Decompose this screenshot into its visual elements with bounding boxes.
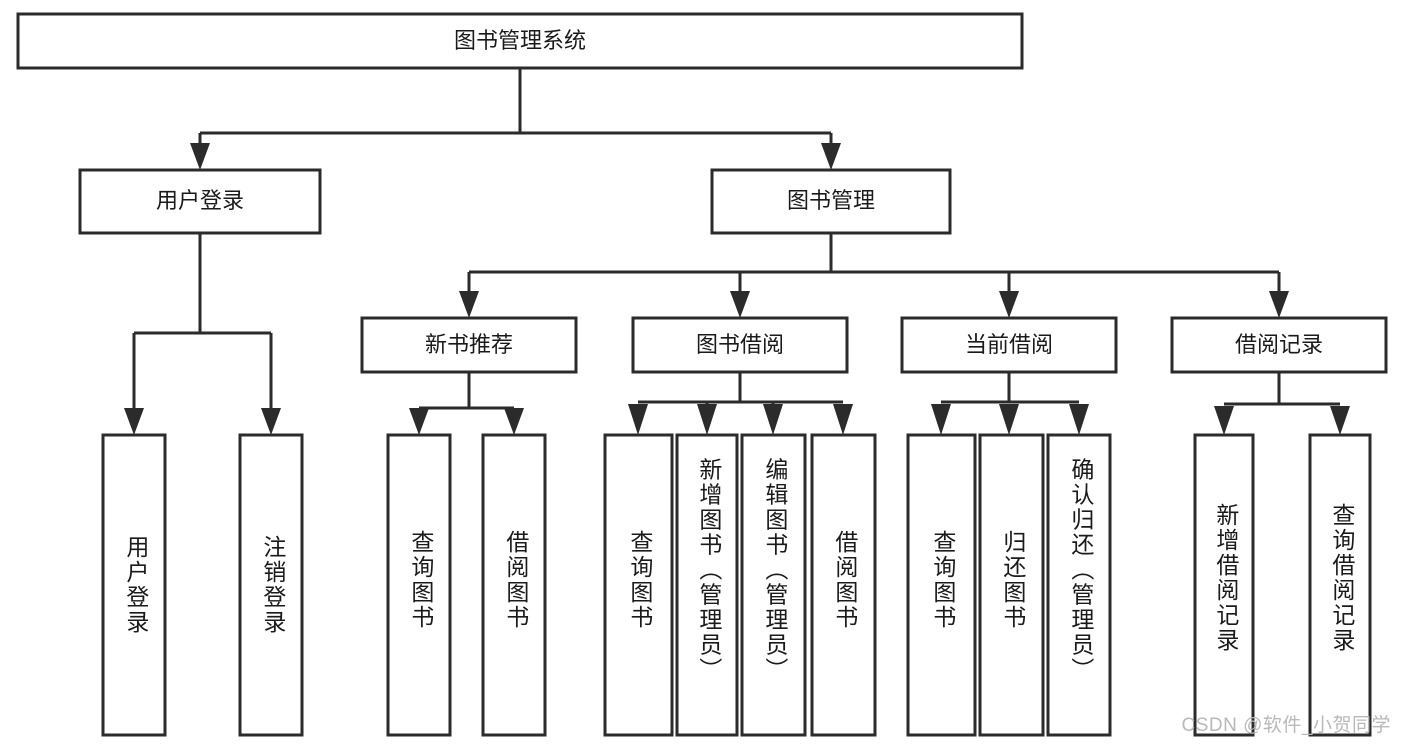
- watermark-label: CSDN @软件_小贺同学: [1181, 715, 1391, 736]
- node-leaf-add-book[interactable]: 新增图书（管理员）: [675, 433, 739, 737]
- node-leaf-borrow-book-2[interactable]: 借阅图书: [810, 433, 877, 737]
- node-book-manage-box[interactable]: [710, 168, 952, 235]
- arrow-bookborrow-to-leaf4-icon: [833, 404, 853, 435]
- node-leaf-query-book-2-label: 查询图书: [627, 530, 654, 630]
- arrow-bookborrow-to-leaf1-icon: [628, 404, 648, 435]
- arrow-borrowrecord-to-leaf1-icon: [1214, 406, 1234, 435]
- arrow-borrowrecord-to-leaf2-icon: [1330, 406, 1350, 435]
- node-leaf-add-book-label: 新增图书（管理员）: [696, 458, 723, 683]
- arrow-root-to-user-login-icon: [190, 143, 210, 170]
- node-leaf-return-book-box[interactable]: [978, 433, 1045, 737]
- node-leaf-borrow-book-1-label: 借阅图书: [503, 530, 530, 630]
- arrow-currentborrow-to-leaf2-icon: [999, 404, 1019, 435]
- node-leaf-query-book-2[interactable]: 查询图书: [603, 433, 674, 737]
- node-leaf-query-book-2-box[interactable]: [603, 433, 674, 737]
- node-leaf-user-logout[interactable]: 注销登录: [238, 433, 304, 737]
- arrow-bookborrow-to-leaf2-icon: [697, 404, 717, 435]
- node-user-login[interactable]: 用户登录: [78, 168, 322, 235]
- node-leaf-query-record-box[interactable]: [1308, 433, 1372, 737]
- node-leaf-user-login-box[interactable]: [101, 433, 167, 737]
- arrow-user-login-to-leaf2-icon: [261, 408, 281, 435]
- nodes-layer: 图书管理系统 用户登录 图书管理 新书推荐 图书借阅 当前: [16, 12, 1388, 737]
- arrow-user-login-to-leaf1-icon: [124, 408, 144, 435]
- connectors-layer: [124, 68, 1350, 435]
- node-current-borrow-label: 当前借阅: [965, 332, 1053, 357]
- node-current-borrow-box[interactable]: [900, 316, 1118, 374]
- node-leaf-borrow-book-1[interactable]: 借阅图书: [481, 433, 547, 737]
- node-leaf-edit-book[interactable]: 编辑图书（管理员）: [740, 433, 807, 737]
- node-book-manage-label: 图书管理: [787, 188, 875, 213]
- node-leaf-edit-book-label: 编辑图书（管理员）: [762, 458, 789, 683]
- arrow-root-to-book-manage-icon: [821, 143, 841, 170]
- node-leaf-borrow-book-2-box[interactable]: [810, 433, 877, 737]
- node-leaf-add-record-box[interactable]: [1193, 433, 1255, 737]
- node-new-book-rec-label: 新书推荐: [425, 332, 513, 357]
- arrow-newbook-to-leaf1-icon: [409, 408, 429, 435]
- node-leaf-query-book-3-label: 查询图书: [930, 530, 957, 630]
- arrow-currentborrow-to-leaf1-icon: [931, 404, 951, 435]
- node-leaf-query-book-1-label: 查询图书: [408, 530, 435, 630]
- node-leaf-add-record[interactable]: 新增借阅记录: [1193, 433, 1255, 737]
- node-leaf-user-login[interactable]: 用户登录: [101, 433, 167, 737]
- node-leaf-confirm-return[interactable]: 确认归还（管理员）: [1046, 433, 1112, 737]
- node-borrow-record-box[interactable]: [1170, 316, 1388, 374]
- arrow-bookborrow-to-leaf3-icon: [763, 404, 783, 435]
- node-borrow-record-label: 借阅记录: [1235, 332, 1323, 357]
- node-leaf-query-book-3[interactable]: 查询图书: [906, 433, 977, 737]
- node-leaf-return-book-label: 归还图书: [1000, 530, 1027, 630]
- node-leaf-user-logout-box[interactable]: [238, 433, 304, 737]
- node-leaf-query-book-1[interactable]: 查询图书: [386, 433, 452, 737]
- arrow-currentborrow-to-leaf3-icon: [1069, 404, 1089, 435]
- node-leaf-query-book-3-box[interactable]: [906, 433, 977, 737]
- node-leaf-borrow-book-1-box[interactable]: [481, 433, 547, 737]
- node-book-borrow[interactable]: 图书借阅: [631, 316, 849, 374]
- node-leaf-user-login-label: 用户登录: [123, 535, 150, 635]
- arrow-bm-to-currentborrow-icon: [999, 291, 1019, 318]
- node-new-book-rec[interactable]: 新书推荐: [360, 316, 578, 374]
- node-user-login-label: 用户登录: [156, 188, 244, 213]
- node-leaf-confirm-return-label: 确认归还（管理员）: [1068, 458, 1095, 683]
- node-leaf-borrow-book-2-label: 借阅图书: [832, 530, 859, 630]
- node-root-box[interactable]: [16, 12, 1024, 70]
- node-book-manage[interactable]: 图书管理: [710, 168, 952, 235]
- arrow-bm-to-newbook-icon: [459, 291, 479, 318]
- node-root-label: 图书管理系统: [454, 28, 586, 53]
- node-root[interactable]: 图书管理系统: [16, 12, 1024, 70]
- node-leaf-confirm-return-box[interactable]: [1046, 433, 1112, 737]
- node-leaf-return-book[interactable]: 归还图书: [978, 433, 1045, 737]
- node-leaf-query-book-1-box[interactable]: [386, 433, 452, 737]
- node-book-borrow-box[interactable]: [631, 316, 849, 374]
- node-book-borrow-label: 图书借阅: [696, 332, 784, 357]
- node-leaf-user-logout-label: 注销登录: [260, 535, 287, 635]
- node-new-book-rec-box[interactable]: [360, 316, 578, 374]
- node-current-borrow[interactable]: 当前借阅: [900, 316, 1118, 374]
- node-leaf-query-record[interactable]: 查询借阅记录: [1308, 433, 1372, 737]
- node-leaf-query-record-label: 查询借阅记录: [1329, 503, 1356, 653]
- node-borrow-record[interactable]: 借阅记录: [1170, 316, 1388, 374]
- arrow-bm-to-borrowrecord-icon: [1269, 291, 1289, 318]
- arrow-bm-to-bookborrow-icon: [730, 291, 750, 318]
- node-user-login-box[interactable]: [78, 168, 322, 235]
- node-leaf-add-record-label: 新增借阅记录: [1213, 503, 1240, 653]
- arrow-newbook-to-leaf2-icon: [504, 408, 524, 435]
- node-leaf-edit-book-box[interactable]: [740, 433, 807, 737]
- node-leaf-add-book-box[interactable]: [675, 433, 739, 737]
